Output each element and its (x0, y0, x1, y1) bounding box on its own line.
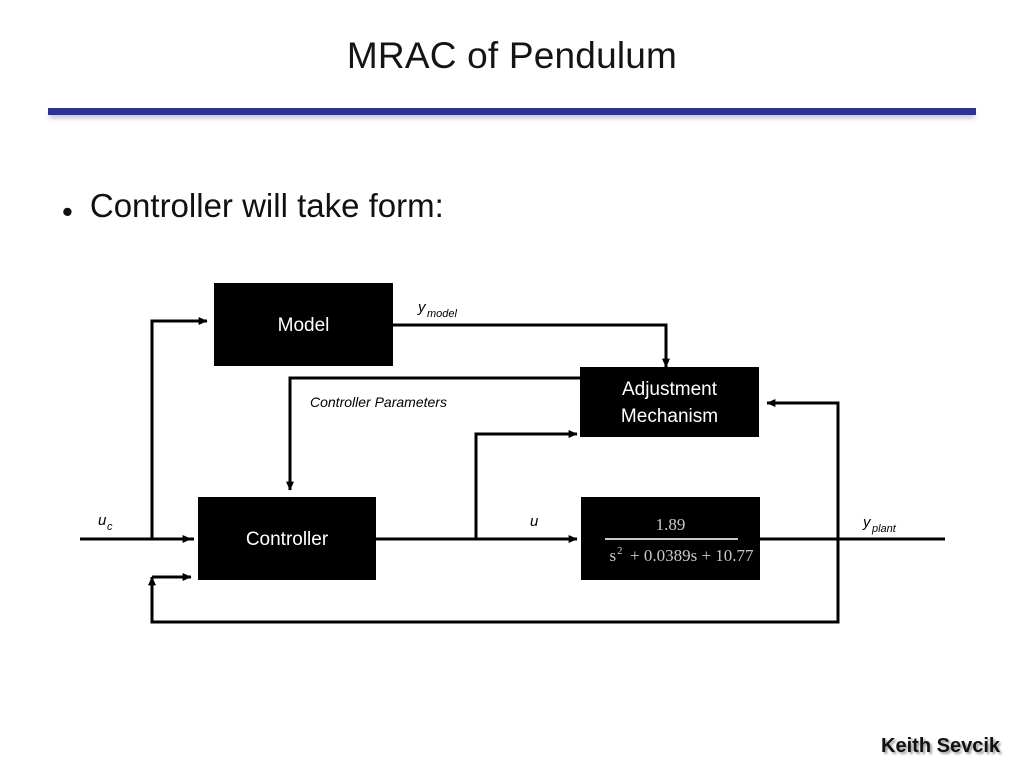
plant-numerator: 1.89 (656, 515, 686, 534)
bullet-item-label: Controller will take form: (89, 187, 444, 224)
plant-denominator-exponent: 2 (617, 545, 623, 557)
bullet-item: • Controller will take form: (62, 187, 444, 227)
signal-u-base: u (530, 513, 539, 530)
mrac-block-diagram: Model Adjustment Mechanism Controller 1.… (60, 262, 960, 652)
signal-ymodel-subscript: model (427, 308, 458, 320)
signal-yplant-subscript: plant (871, 523, 897, 535)
block-controller[interactable]: Controller (198, 497, 376, 580)
signal-label-ymodel: y model (417, 299, 458, 320)
signal-label-u: u (530, 513, 539, 530)
wire-u-to-adjustment (474, 430, 578, 539)
title-divider (48, 108, 976, 115)
block-adjustment-label-line2: Mechanism (621, 406, 718, 427)
wire-yplant-feedback-to-controller (148, 539, 840, 624)
block-model-rect (214, 283, 393, 366)
bullet-marker-icon: • (62, 194, 73, 229)
block-adjustment-mechanism[interactable]: Adjustment Mechanism (580, 367, 759, 437)
wire-yplant-to-adjustment (766, 399, 840, 539)
plant-denominator-main: s (609, 546, 616, 565)
wire-ymodel-to-adjustment (393, 323, 670, 368)
block-controller-label: Controller (246, 529, 329, 550)
diagram-wires (80, 317, 905, 624)
block-adjustment-rect (580, 367, 759, 437)
author-footer: Keith Sevcik (881, 735, 1000, 757)
wire-controller-parameters (286, 376, 580, 491)
plant-denominator: s 2 + 0.0389s + 10.77 (609, 541, 754, 565)
page-title: MRAC of Pendulum (346, 35, 678, 76)
signal-uc-subscript: c (107, 521, 113, 533)
block-model[interactable]: Model (214, 283, 393, 366)
signal-uc-base: u (98, 512, 107, 529)
wire-uc-to-model (150, 317, 208, 539)
block-model-label: Model (278, 315, 330, 336)
block-controller-rect (198, 497, 376, 580)
annotation-controller-parameters: Controller Parameters (310, 394, 447, 410)
block-adjustment-label-line1: Adjustment (622, 379, 718, 400)
signal-label-uc: u c (98, 512, 113, 533)
signal-ymodel-base: y (417, 299, 427, 316)
plant-denominator-rest: + 0.0389s + 10.77 (630, 546, 754, 565)
signal-yplant-base: y (862, 514, 872, 531)
signal-label-yplant: y plant (862, 514, 897, 535)
block-plant[interactable]: 1.89 s 2 + 0.0389s + 10.77 (581, 497, 760, 580)
